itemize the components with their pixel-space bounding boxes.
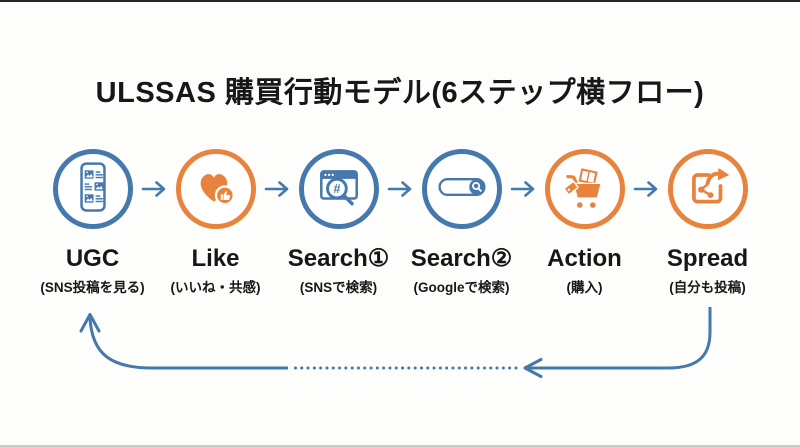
step-action: Action (購入) — [537, 149, 633, 296]
step-sublabel-search-2: (Googleで検索) — [413, 280, 510, 296]
step-circle-search-2 — [421, 149, 502, 229]
step-circle-ugc — [52, 149, 133, 229]
step-sublabel-like: (いいね・共感) — [170, 280, 261, 296]
step-spread: Spread (自分も投稿) — [660, 149, 756, 296]
step-circle-search-1: # — [298, 149, 379, 229]
heart-thumbsup-icon — [191, 162, 241, 217]
flow-arrow-icon — [387, 149, 414, 229]
flow-arrow-icon — [264, 149, 291, 229]
step-label-spread: Spread — [666, 245, 749, 272]
flow-row: UGC (SNS投稿を見る) Like (いいね・共感) — [0, 149, 800, 296]
step-label-like: Like — [191, 245, 240, 272]
step-sublabel-search-1: (SNSで検索) — [299, 280, 378, 296]
browser-hashtag-search-icon: # — [314, 162, 364, 217]
step-search-1: # Search① (SNSで検索) — [287, 149, 390, 296]
smartphone-feed-icon — [68, 161, 118, 217]
page-title: ULSSAS 購買行動モデル(6ステップ横フロー) — [95, 77, 705, 110]
step-circle-like — [175, 149, 256, 229]
step-label-ugc: UGC — [65, 245, 120, 272]
step-circle-spread — [667, 149, 748, 229]
step-sublabel-ugc: (SNS投稿を見る) — [40, 280, 145, 296]
step-label-search-1: Search① — [287, 245, 390, 272]
top-border-line — [0, 0, 800, 2]
flow-arrow-icon — [633, 149, 660, 229]
step-sublabel-action: (購入) — [566, 280, 603, 296]
step-circle-action — [544, 149, 625, 229]
flow-arrow-icon — [141, 149, 168, 229]
step-ugc: UGC (SNS投稿を見る) — [40, 149, 145, 296]
bottom-border-line — [0, 445, 800, 447]
flow-arrow-icon — [510, 149, 537, 229]
step-search-2: Search② (Googleで検索) — [410, 149, 513, 296]
search-bar-icon — [437, 162, 487, 217]
feedback-loop-arrow — [79, 307, 712, 378]
step-label-action: Action — [547, 245, 622, 272]
svg-text:#: # — [333, 181, 340, 195]
shopping-cart-icon — [560, 162, 610, 217]
share-icon — [683, 162, 733, 217]
step-like: Like (いいね・共感) — [168, 149, 264, 296]
step-label-search-2: Search② — [410, 245, 513, 272]
step-sublabel-spread: (自分も投稿) — [669, 280, 746, 296]
